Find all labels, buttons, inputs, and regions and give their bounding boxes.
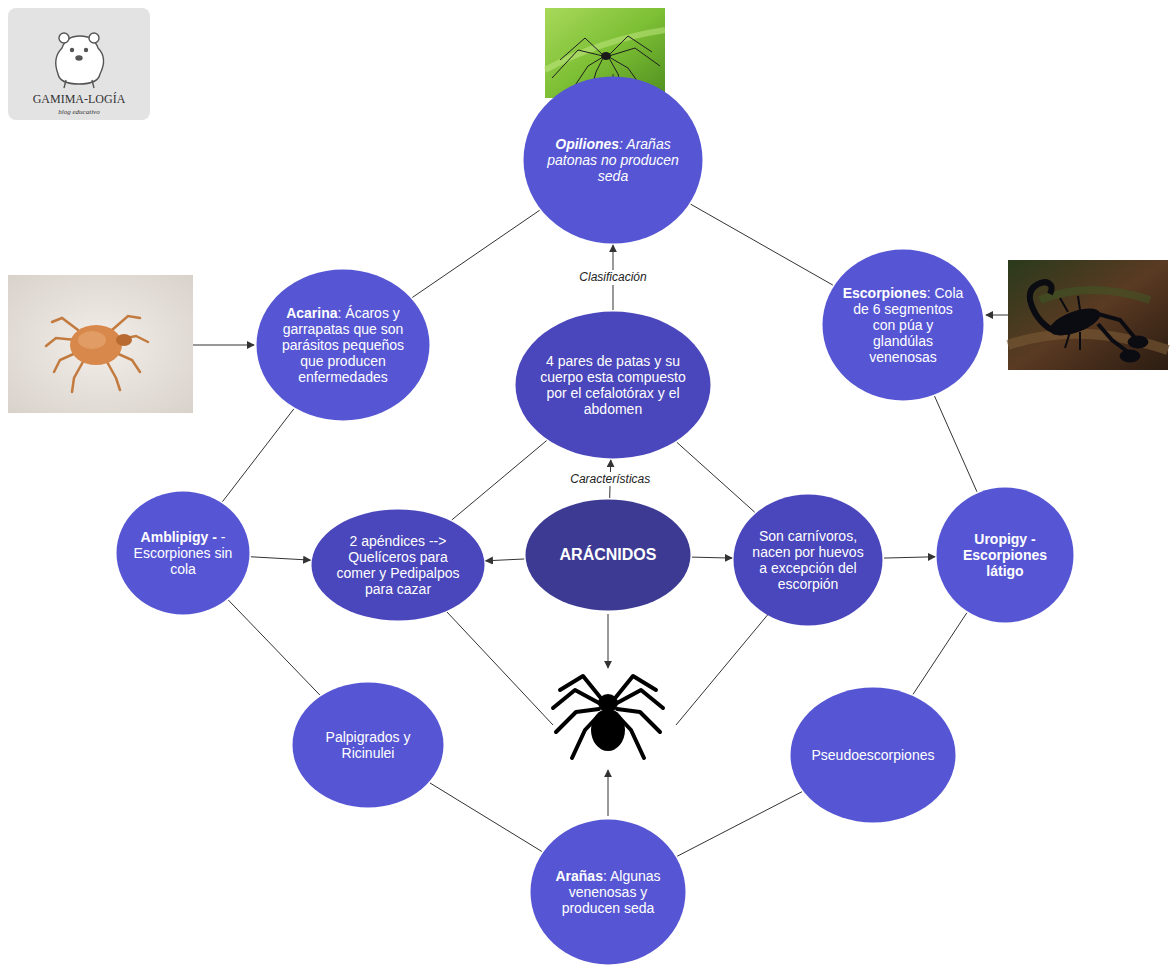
connector — [228, 600, 320, 695]
node-text-box: Escorpiones: Cola de 6 segmentos con púa… — [842, 285, 965, 365]
concept-ellipse: Pseudoescorpiones — [790, 687, 956, 823]
connector — [452, 441, 547, 520]
connector — [913, 613, 967, 695]
node-heading: Opiliones — [555, 136, 619, 152]
node-text-box: Son carnívoros, nacen por huevos a excep… — [751, 528, 865, 592]
ellipse-fill — [526, 500, 691, 611]
node-heading: Arañas — [555, 868, 602, 884]
node-heading: Acarina — [286, 305, 337, 321]
logo-text: blog educativo — [58, 108, 99, 116]
node-text: Palpigrados y Ricinulei — [310, 729, 426, 761]
node-text-box: Amblipigy - -Escorpiones sin cola — [132, 529, 234, 577]
concept-ellipse: Arañas: Algunas venenosas y producen sed… — [530, 819, 686, 965]
connector — [692, 557, 732, 558]
node-text-box: Pseudoescorpiones — [810, 747, 936, 763]
spider-icon — [553, 676, 663, 758]
node-text: Pseudoescorpiones — [810, 747, 936, 763]
node-text: Acarina: Ácaros y garrapatas que son par… — [277, 305, 409, 385]
connector — [222, 409, 293, 502]
ellipse-fill — [312, 510, 485, 621]
concept-ellipse: Son carnívoros, nacen por huevos a excep… — [733, 494, 883, 626]
node-heading: Amblipigy - — [141, 529, 217, 545]
ellipse-fill — [257, 270, 430, 421]
edge-label: Clasificación — [576, 270, 649, 284]
concept-ellipse: Palpigrados y Ricinulei — [292, 682, 444, 808]
connector — [430, 783, 542, 852]
node-text: Amblipigy - -Escorpiones sin cola — [132, 529, 234, 577]
concept-ellipse: Amblipigy - -Escorpiones sin cola — [116, 491, 250, 615]
concept-ellipse: Escorpiones: Cola de 6 segmentos con púa… — [822, 249, 984, 401]
node-text: Son carnívoros, nacen por huevos a excep… — [751, 528, 865, 592]
logo-text: GAMIMA-LOGÍA — [33, 92, 126, 107]
node-text-box: Palpigrados y Ricinulei — [310, 729, 426, 761]
connector — [884, 557, 935, 558]
concept-ellipse: 2 apéndices --> Quelíceros para comer y … — [311, 509, 485, 621]
ellipse-fill — [734, 495, 883, 626]
ellipse-fill — [524, 77, 703, 244]
node-text: Uropigy - Escorpiones látigo — [953, 531, 1058, 579]
bear-icon — [56, 33, 104, 88]
node-text-box: Acarina: Ácaros y garrapatas que son par… — [277, 305, 409, 385]
connector — [935, 396, 977, 492]
ellipse-fill — [117, 492, 250, 615]
node-text: ARÁCNIDOS — [545, 546, 671, 564]
connector — [486, 559, 524, 561]
node-text-box: 2 apéndices --> Quelíceros para comer y … — [332, 533, 464, 597]
ellipse-fill — [293, 683, 444, 808]
node-heading: Escorpiones — [843, 285, 927, 301]
node-text: 4 pares de patas y su cuerpo esta compue… — [539, 353, 688, 417]
connector — [251, 557, 310, 560]
node-text: 2 apéndices --> Quelíceros para comer y … — [332, 533, 464, 597]
ellipse-fill — [791, 688, 956, 823]
ellipse-fill — [516, 312, 711, 459]
scorpion-photo — [1008, 260, 1168, 370]
node-text: Arañas: Algunas venenosas y producen sed… — [549, 868, 668, 916]
ellipse-fill — [823, 250, 984, 401]
concept-ellipse: ARÁCNIDOS — [525, 499, 691, 611]
concept-ellipse: Acarina: Ácaros y garrapatas que son par… — [256, 269, 430, 421]
connector — [677, 442, 755, 512]
concept-ellipse: Opiliones: Arañas patonas no producen se… — [523, 76, 703, 244]
tick-photo — [8, 275, 193, 413]
connector — [677, 792, 802, 856]
node-text: Escorpiones: Cola de 6 segmentos con púa… — [842, 285, 965, 365]
connector — [412, 210, 539, 297]
ellipse-fill — [531, 820, 686, 965]
concept-ellipse: Uropigy - Escorpiones látigo — [936, 487, 1074, 623]
node-text-box: Opiliones: Arañas patonas no producen se… — [545, 136, 682, 184]
node-text-box: Arañas: Algunas venenosas y producen sed… — [549, 868, 668, 916]
node-text-box: 4 pares de patas y su cuerpo esta compue… — [539, 353, 688, 417]
connector — [691, 204, 833, 285]
node-text-box: ARÁCNIDOS — [545, 546, 671, 564]
edge-label: Características — [567, 472, 653, 486]
node-text-box: Uropigy - Escorpiones látigo — [953, 531, 1058, 579]
logo — [8, 8, 150, 120]
node-text: Opiliones: Arañas patonas no producen se… — [545, 136, 682, 184]
logo-panel — [8, 8, 150, 120]
ellipse-fill — [937, 488, 1074, 623]
concept-ellipse: 4 pares de patas y su cuerpo esta compue… — [515, 311, 711, 459]
